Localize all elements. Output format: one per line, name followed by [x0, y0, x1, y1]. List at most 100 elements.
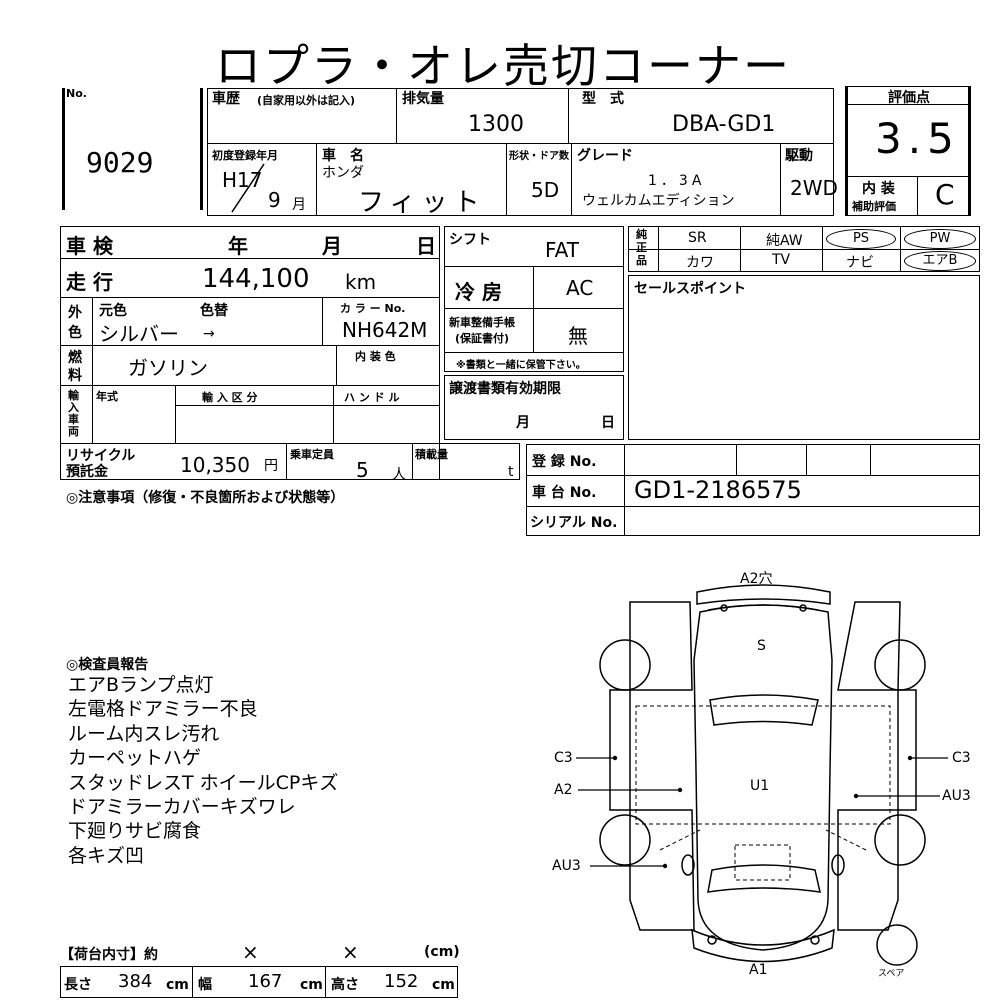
inspector-line: 各キズ凹 — [68, 844, 145, 867]
history-note: (自家用以外は記入) — [257, 94, 356, 107]
cargo-height-cm: cm — [432, 977, 455, 993]
equip-aw: 純AW — [766, 233, 803, 249]
diagram-label-c3-right: C3 — [952, 750, 971, 766]
load-unit: t — [508, 464, 514, 480]
service-book-value: 無 — [568, 324, 588, 348]
equip-leather: カワ — [686, 255, 714, 271]
doors-label: 形状・ドア数 — [509, 151, 569, 162]
cargo-width-label: 幅 — [198, 977, 212, 993]
interior-sub: 補助評価 — [852, 200, 896, 213]
recycle-value: 10,350 — [180, 453, 250, 477]
inspector-line: 下廻りサビ腐食 — [68, 820, 202, 843]
fuel-label-top: 燃 — [68, 350, 82, 366]
inspector-line: カーペットハゲ — [68, 747, 202, 770]
color-original-label: 元色 — [99, 303, 127, 319]
inspector-heading: ◎検査員報告 — [66, 657, 149, 673]
capacity-label: 乗車定員 — [290, 448, 334, 461]
transfer-day: 日 — [601, 415, 615, 431]
transfer-month: 月 — [516, 415, 530, 431]
cargo-x2: × — [342, 940, 359, 964]
inspector-line: 左電格ドアミラー不良 — [68, 698, 258, 721]
fuel-value: ガソリン — [128, 356, 208, 380]
equip-pw: PW — [904, 229, 976, 249]
grade-label: グレード — [577, 148, 633, 164]
import-handle-label: ハ ン ド ル — [344, 391, 400, 404]
vehicle-info-table — [60, 226, 440, 480]
shift-label: シフト — [449, 232, 491, 248]
shift-table — [444, 226, 624, 372]
load-cell — [412, 443, 520, 480]
recycle-unit: 円 — [264, 458, 278, 474]
capacity-unit: 人 — [392, 467, 406, 483]
first-reg-month-unit: 月 — [292, 197, 306, 213]
lot-number: 9029 — [86, 146, 154, 179]
interior-color-label: 内 装 色 — [355, 350, 396, 363]
lot-label: No. — [66, 87, 87, 100]
recycle-label1: リサイクル — [66, 448, 136, 464]
inspector-line: エアBランプ点灯 — [68, 674, 214, 696]
drive-value: 2WD — [790, 176, 838, 200]
color-arrow: → — [203, 326, 215, 342]
chassis-label: 車 台 No. — [532, 485, 597, 501]
transfer-table — [444, 375, 624, 440]
grade-line1: 1．3A — [648, 173, 706, 189]
inspector-line: スタッドレスT ホイールCPキズ — [68, 771, 339, 794]
cargo-width: 167 — [248, 971, 283, 992]
aircon-label: 冷 房 — [455, 280, 502, 304]
history-label: 車歴 — [212, 91, 240, 107]
equip-sr: SR — [688, 230, 707, 246]
model-value: DBA-GD1 — [672, 112, 776, 137]
displacement-value: 1300 — [468, 112, 524, 137]
cargo-unit: (cm) — [424, 944, 460, 960]
score-value: 3.5 — [875, 114, 960, 163]
color-code-label: カ ラ ー No. — [340, 302, 406, 315]
aircon-value: AC — [566, 276, 594, 300]
color-code: NH642M — [342, 318, 428, 342]
diagram-label-au3-right: AU3 — [942, 788, 971, 804]
car-maker: ホンダ — [322, 165, 364, 181]
diagram-label-spare: スペア — [878, 969, 905, 979]
inspection-month: 月 — [322, 234, 342, 258]
sales-points-box — [628, 275, 980, 440]
equipment-label: 純正品 — [636, 228, 647, 267]
notes-heading: ◎注意事項（修復・不良箇所および状態等） — [66, 490, 345, 506]
page-title: ロプラ・オレ売切コーナー — [215, 39, 791, 93]
first-reg-label: 初度登録年月 — [212, 149, 278, 162]
interior-value: C — [935, 178, 955, 211]
import-class-label: 輸 入 区 分 — [202, 391, 258, 404]
color-changed-label: 色替 — [200, 303, 228, 319]
recycle-label2: 預託金 — [66, 464, 108, 480]
cargo-height-label: 高さ — [331, 977, 359, 993]
equip-tv: TV — [772, 252, 791, 268]
transfer-label: 譲渡書類有効期限 — [449, 381, 561, 397]
diagram-label-s: S — [757, 638, 766, 654]
diagram-label-a2: A2 — [554, 782, 573, 798]
score-box — [845, 86, 971, 216]
diagram-label-a2hole: A2穴 — [740, 571, 773, 587]
diagram-label-u1: U1 — [750, 778, 770, 794]
fuel-label-bottom: 料 — [68, 368, 82, 384]
cargo-x1: × — [242, 940, 259, 964]
inspection-year: 年 — [228, 234, 248, 258]
color-label-top: 外 — [68, 305, 82, 321]
service-book-label1: 新車整備手帳 — [449, 316, 515, 329]
shift-value: FAT — [545, 238, 580, 262]
cargo-length-cm: cm — [166, 977, 189, 993]
inspection-label: 車 検 — [66, 234, 113, 258]
color-original: シルバー — [99, 322, 179, 346]
sales-points-label: セールスポイント — [634, 281, 746, 297]
car-name: フィット — [358, 188, 486, 218]
cargo-table — [60, 966, 458, 998]
service-book-label2: (保証書付) — [455, 332, 510, 345]
cargo-height: 152 — [384, 971, 419, 992]
inspection-day: 日 — [416, 234, 436, 258]
drive-label: 駆動 — [785, 148, 813, 164]
doors-value: 5D — [531, 178, 560, 202]
import-year-label: 年式 — [96, 390, 118, 403]
import-label: 輸入車両 — [68, 389, 79, 438]
first-reg-slash — [231, 163, 265, 213]
chassis-value: GD1-2186575 — [634, 476, 802, 504]
grade-line2: ウェルカムエディション — [582, 193, 735, 209]
registration-label: 登 録 No. — [532, 454, 597, 470]
mileage-value: 144,100 — [202, 264, 310, 294]
